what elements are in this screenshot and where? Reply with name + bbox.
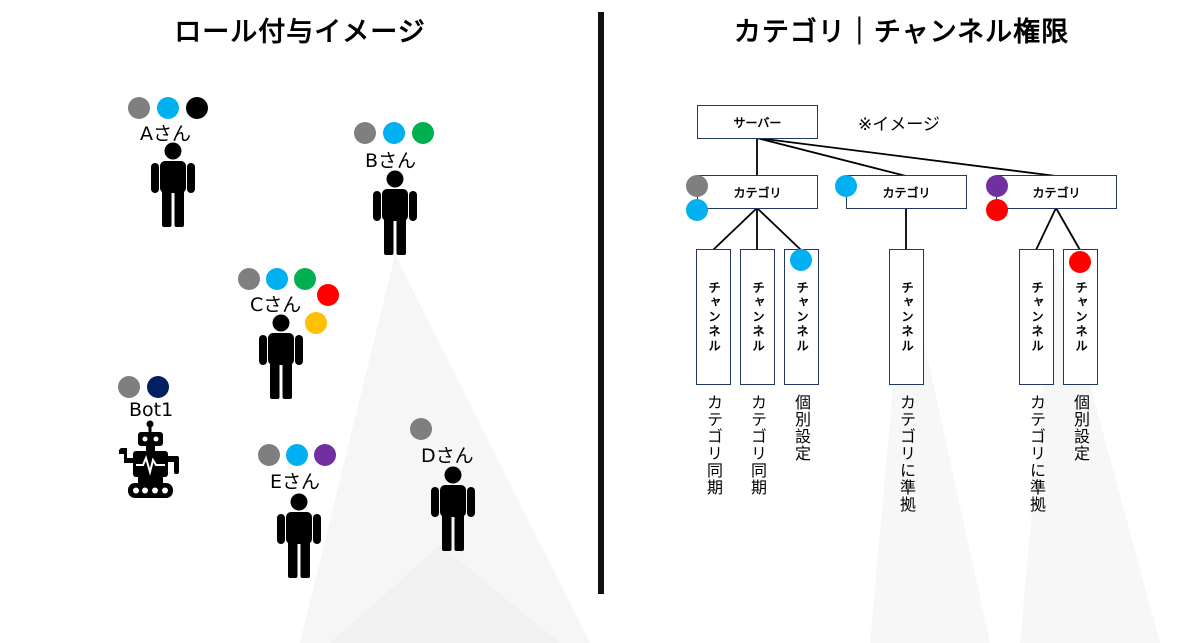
role-dot	[412, 122, 434, 144]
user-name: Dさん	[421, 445, 474, 467]
channel-note: 個別設定	[792, 394, 811, 462]
role-dot	[157, 97, 179, 119]
role-dot	[266, 268, 288, 290]
person-icon	[259, 314, 303, 399]
channel-box-2: チャンネル	[740, 249, 775, 385]
channel-note: カテゴリ同期	[704, 394, 723, 496]
channel-box-5: チャンネル	[1019, 249, 1054, 385]
user-name: Bot1	[129, 399, 174, 421]
role-dot	[314, 444, 336, 466]
person-icon	[277, 493, 321, 578]
role-dot	[686, 175, 708, 197]
channel-box-4: チャンネル	[889, 249, 924, 385]
user-name: Eさん	[270, 471, 321, 493]
role-dot	[835, 175, 857, 197]
person-icon	[373, 170, 417, 255]
role-dot	[317, 284, 339, 306]
category-box-3: カテゴリ	[996, 175, 1117, 209]
channel-note: カテゴリに準拠	[1027, 394, 1046, 513]
role-dot	[354, 122, 376, 144]
server-box: サーバー	[697, 105, 818, 139]
person-icon	[431, 466, 475, 551]
role-dot	[686, 199, 708, 221]
category-box-2: カテゴリ	[846, 175, 967, 209]
role-dot	[986, 199, 1008, 221]
role-dot	[238, 268, 260, 290]
channel-note: カテゴリに準拠	[897, 394, 916, 513]
role-dot	[186, 97, 208, 119]
user-name: Aさん	[140, 123, 191, 145]
role-dot	[128, 97, 150, 119]
robot-icon	[119, 420, 179, 498]
channel-note: 個別設定	[1071, 394, 1090, 462]
right-section-title: カテゴリ｜チャンネル権限	[733, 17, 1070, 48]
role-dot	[410, 418, 432, 440]
role-dot	[383, 122, 405, 144]
role-dot	[258, 444, 280, 466]
role-dot	[118, 376, 140, 398]
role-dot	[147, 376, 169, 398]
role-dot	[286, 444, 308, 466]
user-name: Bさん	[365, 150, 417, 172]
channel-note: カテゴリ同期	[748, 394, 767, 496]
person-icon	[151, 142, 195, 227]
category-box-1: カテゴリ	[697, 175, 818, 209]
role-dot	[294, 268, 316, 290]
role-dot	[986, 175, 1008, 197]
role-dot	[790, 249, 812, 271]
channel-box-1: チャンネル	[696, 249, 731, 385]
role-dot	[305, 312, 327, 334]
user-name: Cさん	[250, 294, 302, 316]
section-divider	[598, 12, 604, 594]
image-note: ※イメージ	[858, 115, 940, 135]
left-section-title: ロール付与イメージ	[174, 17, 426, 48]
role-dot	[1069, 251, 1091, 273]
